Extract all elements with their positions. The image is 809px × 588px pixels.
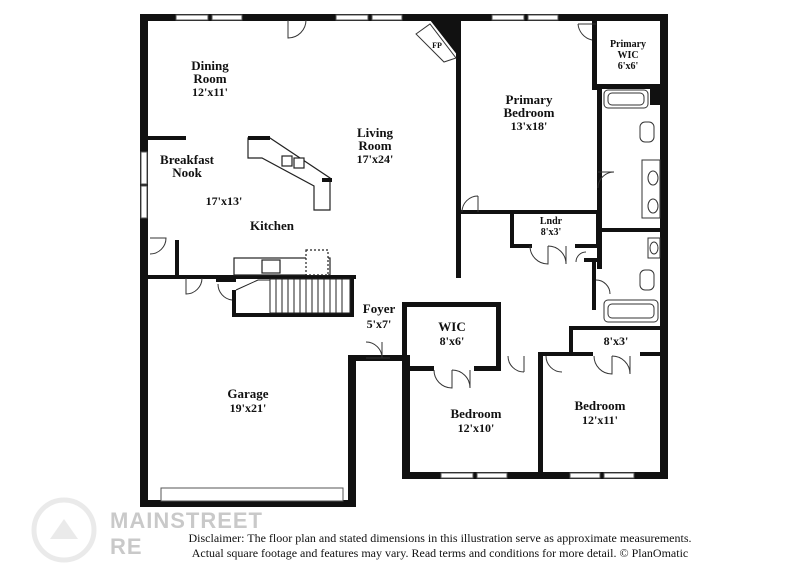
windows (140, 14, 635, 502)
watermark-text: MAINSTREET RE (110, 508, 263, 560)
living-name-1: Living (357, 125, 394, 140)
dining-name-2: Room (193, 71, 226, 86)
breakfast-name-1: Breakfast (160, 152, 215, 167)
stairs (235, 278, 351, 314)
dining-name-1: Dining (191, 58, 229, 73)
bedroom2-name: Bedroom (574, 398, 625, 413)
breakfast-name-2: Nook (172, 165, 202, 180)
fireplace-wedge (430, 20, 458, 56)
primary-bath-fixtures (603, 89, 661, 323)
kitchen-counters (233, 137, 331, 276)
kitchen-bar-wall (248, 136, 270, 140)
disclaimer-line-1: Disclaimer: The floor plan and stated di… (188, 531, 692, 545)
interior-walls (148, 20, 663, 477)
primary-bedroom-name-1: Primary (506, 92, 553, 107)
disclaimer-line-2: Actual square footage and features may v… (191, 546, 689, 560)
closet-dim: 8'x3' (604, 334, 629, 348)
foyer-name: Foyer (363, 301, 396, 316)
disclaimer: Disclaimer: The floor plan and stated di… (140, 531, 740, 561)
bedroom1-dim: 12'x10' (458, 421, 495, 435)
watermark-sub: RE (110, 534, 143, 559)
mainstreet-logo-icon (31, 497, 97, 563)
bath-wall-block (650, 89, 662, 105)
wic-name: WIC (438, 319, 465, 334)
kitchen-name: Kitchen (250, 218, 295, 233)
laundry-dim: 8'x3' (541, 227, 562, 238)
primary-wic-dim: 6'x6' (618, 61, 639, 72)
bedroom1-name: Bedroom (450, 406, 501, 421)
garage-dim: 19'x21' (230, 401, 267, 415)
kitchen-bar-wall-end (322, 178, 332, 182)
bedroom2-dim: 12'x11' (582, 413, 618, 427)
primary-wic-name-1: Primary (610, 39, 646, 50)
dining-room-dim: 12'x11' (192, 85, 228, 99)
primary-wic-name-2: WIC (617, 50, 638, 61)
watermark-main: MAINSTREET (110, 508, 263, 533)
doors (149, 19, 631, 389)
garage-name: Garage (227, 386, 268, 401)
breakfast-nook-dim: 17'x13' (206, 194, 243, 208)
living-name-2: Room (358, 138, 391, 153)
primary-bedroom-dim: 13'x18' (511, 119, 548, 133)
foyer-dim: 5'x7' (367, 317, 392, 331)
laundry-name: Lndr (540, 216, 563, 227)
living-room-dim: 17'x24' (357, 152, 394, 166)
primary-bedroom-name-2: Bedroom (503, 105, 554, 120)
fireplace-hearth (415, 23, 457, 63)
wic-dim: 8'x6' (440, 334, 465, 348)
fireplace-label: FP (432, 41, 442, 50)
